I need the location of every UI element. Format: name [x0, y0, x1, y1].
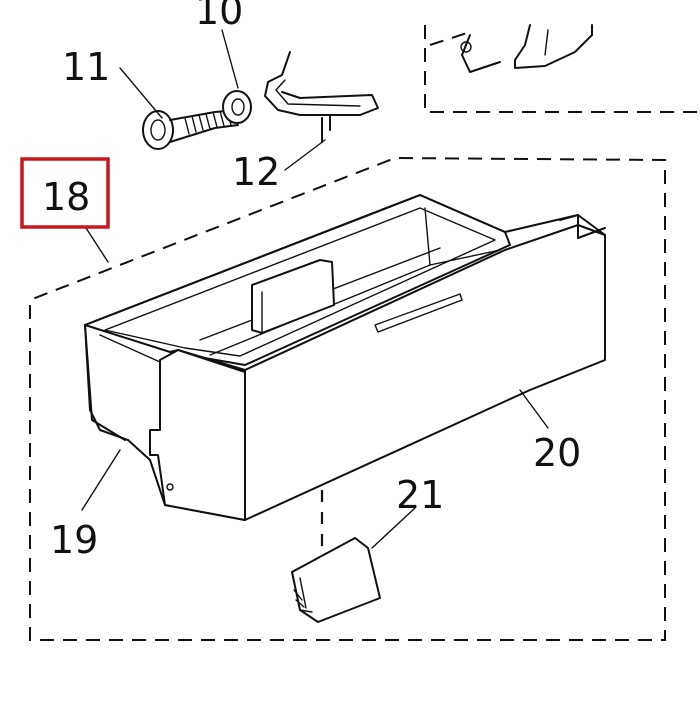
part-20-drain-tray	[84, 194, 606, 521]
part-21-cap	[291, 537, 381, 623]
callout-20: 20	[533, 431, 581, 475]
callout-11: 11	[62, 45, 110, 89]
callout-10: 10	[195, 0, 243, 33]
part-10-washer	[222, 90, 252, 124]
callout-19: 19	[50, 518, 98, 562]
upper-right-parts	[460, 24, 593, 73]
upper-region-boundary	[424, 25, 700, 113]
callout-21: 21	[396, 473, 444, 517]
assembly-boundary	[29, 156, 666, 641]
part-11-screw	[142, 109, 239, 150]
callout-12: 12	[232, 150, 280, 194]
part-12-spring-clip	[264, 51, 379, 143]
callout-18: 18	[42, 175, 90, 219]
callout-18-highlight-box	[20, 157, 110, 229]
leader-lines	[81, 29, 549, 549]
